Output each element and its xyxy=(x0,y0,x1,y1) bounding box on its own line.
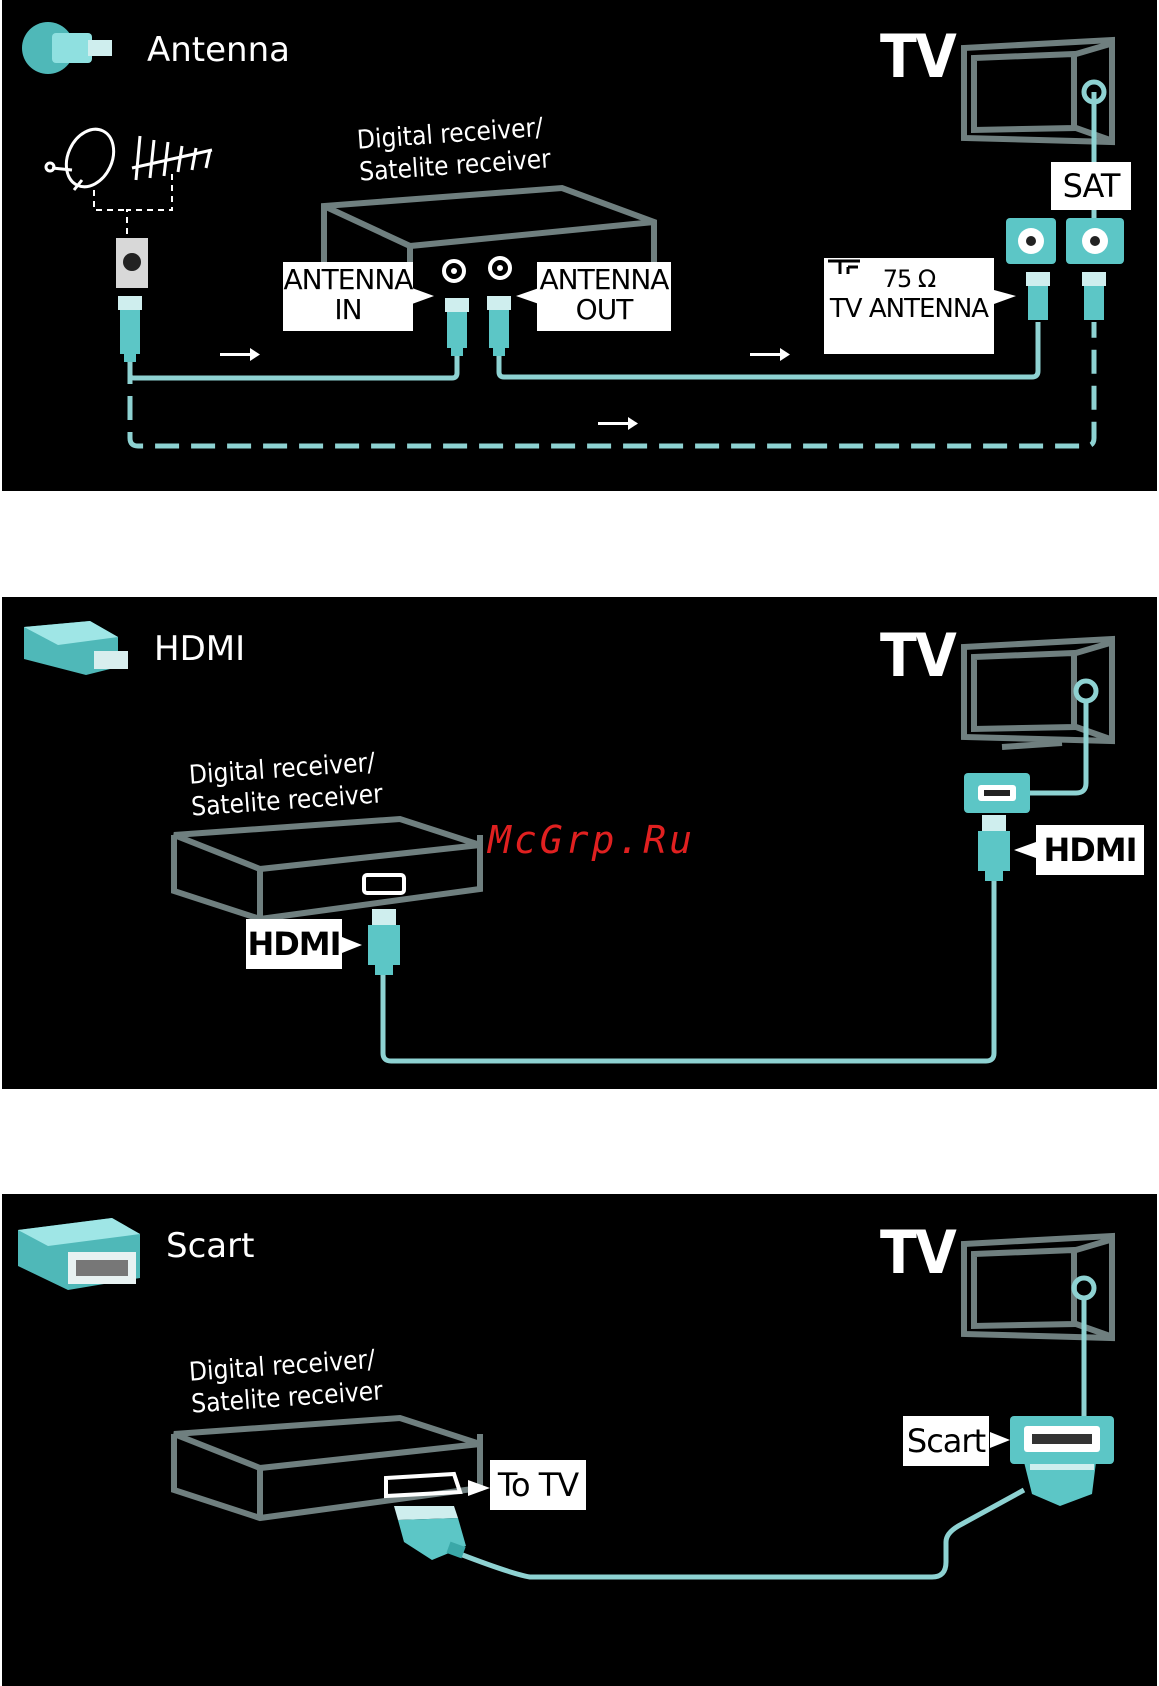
scart-connector-icon xyxy=(18,1218,140,1290)
aerial-icon xyxy=(132,136,212,180)
tv-hdmi-socket xyxy=(964,773,1030,813)
antenna-out-line2: OUT xyxy=(537,295,671,325)
to-tv-label: To TV xyxy=(490,1460,586,1510)
antenna-diagram xyxy=(2,0,1157,491)
antenna-in-line1: ANTENNA xyxy=(283,265,413,295)
coax-symbol-icon xyxy=(824,258,864,276)
receiver-box xyxy=(174,1418,480,1518)
panel-title: HDMI xyxy=(154,629,245,669)
tv-icon xyxy=(964,1236,1112,1338)
receiver-scart-port xyxy=(386,1474,460,1496)
tv-antenna-sockets xyxy=(1006,218,1124,264)
antenna-in-line2: IN xyxy=(283,295,413,325)
tv-hdmi-label: HDMI xyxy=(1036,825,1144,875)
scart-panel: Scart TV Digital receiver/ Satelite rece… xyxy=(2,1194,1157,1686)
receiver-hdmi-port xyxy=(364,875,404,893)
tv-label: TV xyxy=(880,1218,955,1288)
receiver-label: Digital receiver/ Satelite receiver xyxy=(188,1343,384,1420)
tv-icon xyxy=(964,40,1112,142)
tv-antenna-label: 75 Ω TV ANTENNA xyxy=(824,258,994,354)
tv-scart-label: Scart xyxy=(903,1416,989,1466)
panel-title: Antenna xyxy=(147,30,290,70)
receiver-hdmi-label: HDMI xyxy=(246,919,342,969)
tv-label: TV xyxy=(880,22,955,92)
arrow-right-icon xyxy=(220,348,790,430)
antenna-out-label: ANTENNA OUT xyxy=(537,262,671,331)
receiver-box xyxy=(174,819,480,919)
tv-scart-socket xyxy=(1010,1416,1114,1506)
tv-label: TV xyxy=(880,621,955,691)
antenna-out-line1: ANTENNA xyxy=(537,265,671,295)
tv-antenna-text: TV ANTENNA xyxy=(824,294,994,324)
hdmi-cable xyxy=(383,877,994,1061)
antenna-panel: Antenna TV Digital receiver/ Satelite re… xyxy=(2,0,1157,491)
coax-connector-icon xyxy=(22,22,112,74)
scart-plug xyxy=(394,1506,466,1560)
watermark-text: McGrp.Ru xyxy=(488,818,695,862)
satellite-dish-icon xyxy=(46,122,123,195)
panel-title: Scart xyxy=(166,1226,254,1266)
wall-socket-icon xyxy=(116,238,148,288)
sat-label: SAT xyxy=(1051,162,1131,210)
receiver-label: Digital receiver/ Satelite receiver xyxy=(356,111,552,188)
hdmi-connector-icon xyxy=(24,621,128,675)
tv-icon xyxy=(964,639,1112,747)
receiver-label: Digital receiver/ Satelite receiver xyxy=(188,746,384,823)
antenna-in-label: ANTENNA IN xyxy=(283,262,413,331)
